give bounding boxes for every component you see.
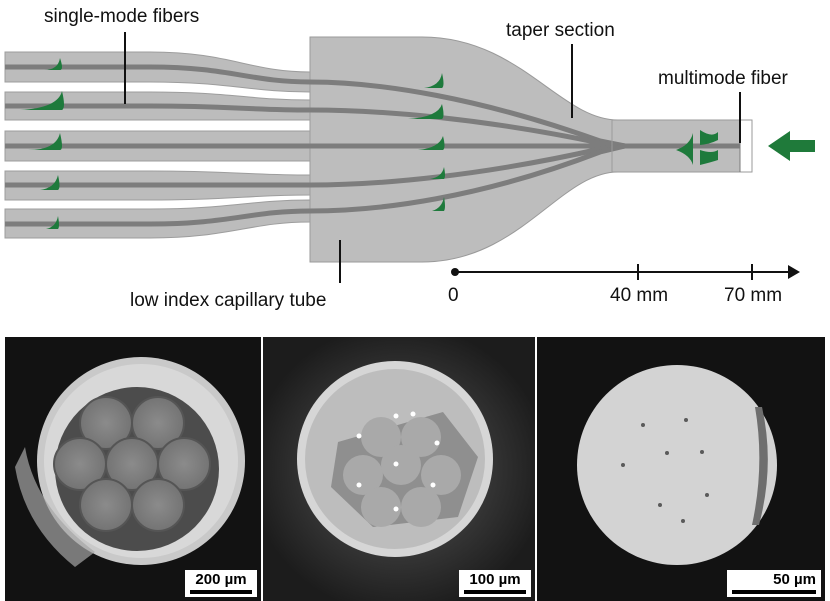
input-arrow-icon: [768, 131, 815, 161]
label-multimode-fiber: multimode fiber: [658, 68, 788, 89]
micrograph-panel-3: 50 µm: [537, 337, 825, 601]
micrograph-panel-2: 100 µm: [263, 337, 535, 601]
mode-profiles-input: [20, 58, 64, 229]
scale-bar-line-1: [190, 590, 252, 594]
axis-tick-0: 0: [448, 285, 459, 306]
scale-bar-3: 50 µm: [727, 570, 821, 597]
leader-lines: [124, 32, 741, 283]
scale-bar-2: 100 µm: [459, 570, 531, 597]
scale-bar-line-3: [732, 590, 816, 594]
fiber-cores: [5, 64, 740, 227]
multimode-fiber-body: [611, 119, 753, 173]
mode-profiles-capillary: [408, 73, 445, 211]
axis-origin-dot: [451, 268, 459, 276]
axis-arrowhead-icon: [788, 265, 800, 279]
length-axis: [455, 264, 790, 280]
axis-tick-70mm: 70 mm: [724, 285, 783, 306]
scale-bar-line-2: [464, 590, 526, 594]
label-single-mode-fibers: single-mode fibers: [44, 6, 200, 27]
photonic-lantern-diagram: [4, 32, 815, 283]
scale-label-2: 100 µm: [469, 571, 521, 588]
micrograph-3-image: [577, 365, 777, 565]
axis-tick-40mm: 40 mm: [610, 285, 669, 306]
micrograph-panel-1: 200 µm: [5, 337, 261, 601]
label-capillary-tube: low index capillary tube: [130, 290, 327, 311]
scale-label-3: 50 µm: [773, 571, 816, 588]
mode-profiles-multimode: [676, 130, 718, 165]
micrograph-2-image: [263, 337, 535, 601]
micrograph-1-image: [15, 357, 245, 567]
label-taper-section: taper section: [506, 20, 615, 41]
scale-bar-1: 200 µm: [185, 570, 257, 597]
scale-label-1: 200 µm: [195, 571, 247, 588]
